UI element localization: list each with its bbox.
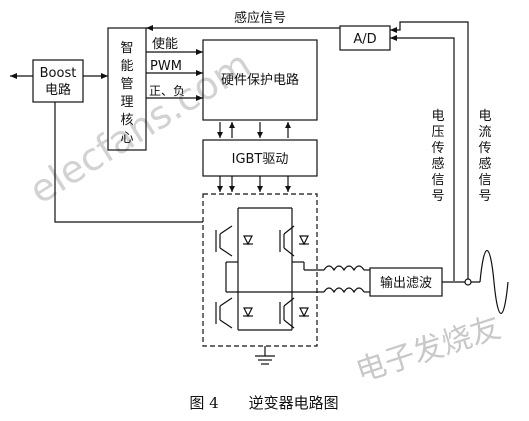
svg-text:理: 理 — [120, 95, 133, 110]
hw-protect-block — [202, 39, 318, 121]
voltage-sense-line — [390, 37, 455, 281]
posneg-label: 正、负 — [149, 84, 185, 98]
ad-label: A/D — [353, 32, 376, 47]
current-sense-line — [390, 21, 469, 281]
inductor-coils — [323, 265, 370, 294]
svg-text:电: 电 — [431, 109, 444, 124]
svg-text:压: 压 — [431, 125, 444, 140]
enable-label: 使能 — [152, 36, 178, 52]
svg-text:信: 信 — [431, 173, 444, 188]
core-label: 智 能 管 理 核 心 — [120, 41, 133, 146]
svg-text:号: 号 — [431, 189, 444, 204]
boost-block — [32, 59, 84, 103]
induction-label: 感应信号 — [234, 10, 286, 26]
igbt-bridge-dashed — [202, 193, 318, 347]
svg-text:流: 流 — [478, 125, 491, 140]
svg-text:心: 心 — [120, 131, 133, 146]
svg-text:感: 感 — [478, 156, 491, 172]
igbt-switch-top-left — [215, 225, 253, 257]
igbt-switch-bottom-left — [215, 297, 253, 329]
igbt-drive-label: IGBT驱动 — [232, 152, 289, 167]
svg-text:核: 核 — [120, 113, 133, 128]
output-sine-wave — [479, 249, 509, 315]
watermark-dianzifashaoyou: 电子发烧友 — [352, 310, 505, 390]
igbt-switch-top-right — [279, 225, 309, 257]
svg-text:感: 感 — [431, 156, 444, 172]
figure-caption: 图 4 逆变器电路图 — [189, 394, 338, 412]
svg-text:号: 号 — [478, 189, 491, 204]
boost-label-line2: 电路 — [45, 82, 71, 98]
boost-label-line1: Boost — [40, 66, 77, 81]
boost-dc-bus-line — [54, 102, 203, 223]
svg-text:智: 智 — [120, 41, 133, 56]
svg-text:能: 能 — [120, 59, 133, 74]
ground-symbol — [255, 346, 275, 365]
core-block — [107, 27, 147, 151]
pwm-label: PWM — [150, 59, 182, 74]
svg-text:电: 电 — [478, 109, 491, 124]
sense-node — [464, 278, 472, 286]
svg-text:信: 信 — [478, 173, 491, 188]
output-filter-label: 输出滤波 — [380, 275, 432, 291]
voltage-sense-label: 电 压 传 感 信 号 — [431, 109, 444, 204]
hw-protect-label: 硬件保护电路 — [221, 72, 299, 88]
arrowheads — [10, 25, 397, 192]
current-sense-label: 电 流 传 感 信 号 — [478, 109, 491, 204]
drive-to-bridge-arrows — [219, 176, 289, 192]
svg-text:传: 传 — [431, 141, 444, 156]
svg-text:管: 管 — [120, 77, 133, 92]
igbt-switch-bottom-right — [279, 297, 309, 329]
svg-text:传: 传 — [478, 141, 491, 156]
protect-to-drive-arrows — [219, 122, 289, 138]
